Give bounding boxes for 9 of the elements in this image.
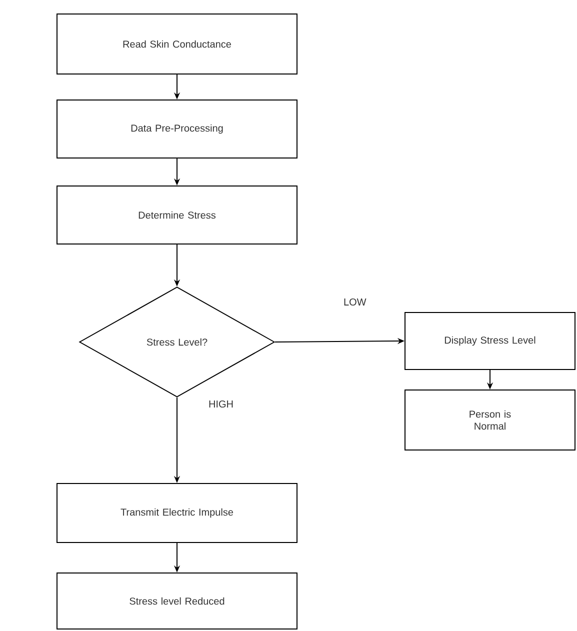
process-box: Read Skin Conductance [56,14,298,74]
edge-label: LOW [342,297,368,307]
process-box: Transmit Electric Impulse [56,483,298,543]
process-box: Data Pre-Processing [56,100,298,158]
process-box: Display Stress Level [404,312,576,370]
process-box: Determine Stress [56,186,298,244]
process-box: Person is Normal [404,390,576,450]
process-box: Stress level Reduced [56,572,298,630]
edge-label: HIGH [208,399,234,409]
